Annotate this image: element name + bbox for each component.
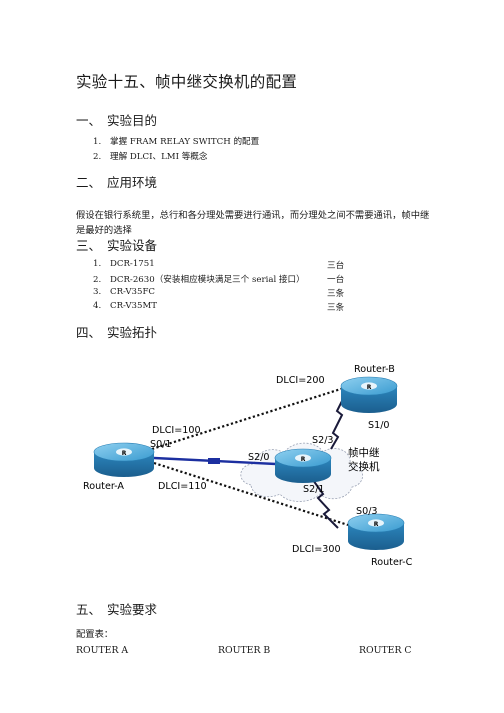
list-item: 2. 理解 DLCI、LMI 等概念 [93,150,208,162]
router-c: R [347,513,405,550]
equipment-item: 3. CR-V35FC 三条 [93,287,344,299]
label-s2-1: S2/1 [303,484,325,495]
config-column-router-c: ROUTER C [359,645,412,656]
frame-relay-switch-router: R [274,448,332,483]
label-router-c: Router-C [371,557,413,568]
equipment-name: CR-V35FC [110,287,156,297]
label-s2-0: S2/0 [248,452,270,463]
pvc-a-b [151,386,345,451]
label-switch-line2: 交换机 [348,460,380,473]
equipment-qty: 三条 [327,303,345,313]
label-router-a: Router-A [83,481,124,492]
router-b: R [340,376,398,413]
list-number: 2. [93,152,102,162]
equipment-name: DCR-2630（安装相应模块满足三个 serial 接口） [110,275,305,285]
equipment-name: CR-V35MT [110,301,157,311]
label-switch-line1: 帧中继 [348,446,380,459]
equipment-name: DCR-1751 [110,259,155,269]
section-number: 一、 [76,113,102,128]
router-a: R [93,442,155,477]
section-title: 应用环境 [107,175,158,190]
router-c-symbol: R [374,521,379,528]
list-number: 3. [93,287,102,297]
pvc-a-c [153,461,349,527]
section-heading-equipment: 三、实验设备 [76,235,157,254]
config-column-router-a: ROUTER A [76,645,129,656]
equipment-item: 2. DCR-2630（安装相应模块满足三个 serial 接口） 一台 [93,273,344,285]
equipment-qty: 一台 [327,275,345,285]
cable-connector [208,458,220,464]
serial-link-b [330,396,345,450]
label-router-b: Router-B [354,364,395,375]
list-number: 4. [93,301,102,311]
section-heading-topology: 四、实验拓扑 [76,322,157,341]
list-item: 1. 掌握 FRAM RELAY SWITCH 的配置 [93,135,259,147]
label-s2-3: S2/3 [312,435,334,446]
section-number: 二、 [76,175,102,190]
label-dlci-110: DLCI=110 [158,481,207,492]
equipment-qty: 三条 [327,289,345,299]
section-title: 实验设备 [107,238,158,253]
section-number: 三、 [76,238,102,253]
switch-symbol: R [301,456,306,463]
label-s0-3: S0/3 [356,506,378,517]
section-title: 实验拓扑 [107,325,158,340]
router-a-symbol: R [122,450,127,457]
label-dlci-200: DLCI=200 [276,375,325,386]
section-title: 实验要求 [107,602,158,617]
router-b-symbol: R [367,384,372,391]
topology-diagram: R R R R DLCI=200 Router-B DLCI=100 S0/1 [83,364,413,568]
section-heading-objective: 一、实验目的 [76,110,157,129]
section-number: 四、 [76,325,102,340]
config-column-router-b: ROUTER B [218,645,271,656]
label-s0-1: S0/1 [150,439,172,450]
page-title: 实验十五、帧中继交换机的配置 [76,73,298,91]
section-title: 实验目的 [107,113,158,128]
config-table-label: 配置表： [76,629,114,640]
equipment-item: 1. DCR-1751 三台 [93,259,344,271]
section-heading-requirements: 五、实验要求 [76,599,157,618]
serial-link-c [312,479,339,529]
label-dlci-300: DLCI=300 [292,544,341,555]
section-heading-environment: 二、应用环境 [76,172,157,191]
list-number: 1. [93,137,102,147]
label-dlci-100: DLCI=100 [152,425,201,436]
section-number: 五、 [76,602,102,617]
list-text: 理解 DLCI、LMI 等概念 [110,152,208,162]
label-s1-0: S1/0 [368,420,390,431]
list-number: 2. [93,275,102,285]
equipment-item: 4. CR-V35MT 三条 [93,301,344,313]
equipment-qty: 三台 [327,261,345,271]
list-text: 掌握 FRAM RELAY SWITCH 的配置 [110,137,260,147]
environment-paragraph: 假设在银行系统里，总行和各分理处需要进行通讯，而分理处之间不需要通讯，帧中继是最… [76,210,430,236]
list-number: 1. [93,259,102,269]
